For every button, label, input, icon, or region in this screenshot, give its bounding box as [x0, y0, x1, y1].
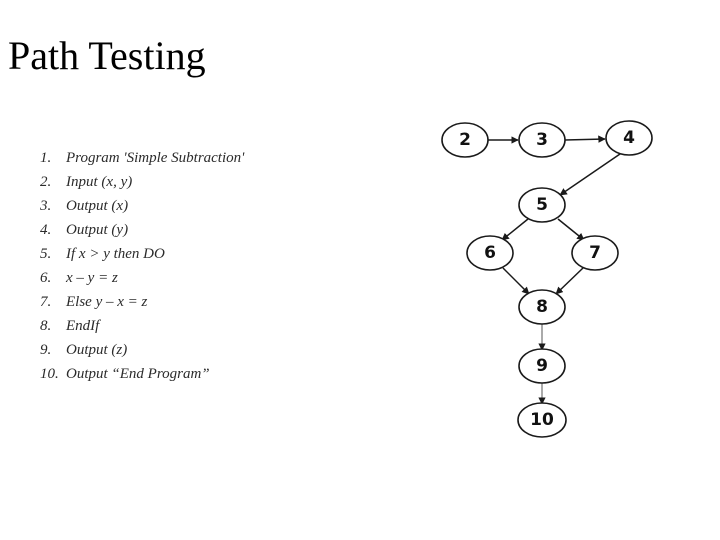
page-title: Path Testing	[8, 33, 206, 78]
code-line: 2. Input (x, y)	[40, 174, 300, 198]
graph-node-label: 8	[536, 297, 548, 317]
code-line-text: Output (z)	[66, 342, 128, 358]
code-line-number: 3.	[40, 198, 52, 214]
graph-node-9[interactable]: 9	[518, 348, 566, 384]
code-line-number: 2.	[40, 174, 52, 190]
graph-node-7[interactable]: 7	[571, 235, 619, 271]
code-line-text: Input (x, y)	[66, 174, 133, 190]
control-flow-graph: 2 3 4 5 6 7	[420, 108, 680, 448]
graph-node-label: 10	[530, 410, 554, 430]
graph-node-5[interactable]: 5	[518, 187, 566, 223]
code-line-number: 9.	[40, 342, 52, 358]
graph-node-3[interactable]: 3	[518, 122, 566, 158]
code-line-text: Else y – x = z	[66, 294, 148, 310]
edge-3-to-4	[564, 135, 606, 143]
code-line-number: 5.	[40, 246, 52, 262]
code-line-number: 7.	[40, 294, 52, 310]
code-line: 10. Output “End Program”	[40, 366, 300, 390]
graph-node-8[interactable]: 8	[518, 289, 566, 325]
graph-node-label: 6	[484, 243, 496, 263]
code-line-number: 1.	[40, 150, 52, 166]
graph-node-label: 9	[536, 356, 548, 376]
code-line-number: 4.	[40, 222, 52, 238]
code-line-number: 10.	[40, 366, 59, 382]
code-line: 8. EndIf	[40, 318, 300, 342]
code-line: 9. Output (z)	[40, 342, 300, 366]
edge-4-to-5	[559, 153, 621, 196]
code-line-text: If x > y then DO	[66, 246, 165, 262]
graph-node-label: 4	[623, 128, 635, 148]
code-line-text: x – y = z	[66, 270, 118, 286]
edge-5-to-6	[501, 218, 529, 241]
graph-node-label: 3	[536, 130, 548, 150]
code-line: 7. Else y – x = z	[40, 294, 300, 318]
code-line-text: Output (x)	[66, 198, 129, 214]
graph-node-label: 7	[589, 243, 601, 263]
graph-node-4[interactable]: 4	[605, 120, 653, 156]
code-line-text: Output “End Program”	[66, 366, 210, 382]
code-line-text: EndIf	[66, 318, 100, 334]
code-line-number: 6.	[40, 270, 52, 286]
code-line-text: Output (y)	[66, 222, 129, 238]
graph-node-label: 2	[459, 130, 471, 150]
code-line-text: Program 'Simple Subtraction'	[66, 150, 245, 166]
edge-5-to-7	[557, 218, 585, 241]
graph-node-6[interactable]: 6	[466, 235, 514, 271]
code-line: 4. Output (y)	[40, 222, 300, 246]
program-listing: 1. Program 'Simple Subtraction' 2. Input…	[40, 150, 300, 390]
edge-6-to-8	[502, 267, 530, 295]
code-line-number: 8.	[40, 318, 52, 334]
edge-7-to-8	[555, 267, 584, 295]
code-line: 6. x – y = z	[40, 270, 300, 294]
graph-node-2[interactable]: 2	[441, 122, 489, 158]
graph-node-label: 5	[536, 195, 548, 215]
code-line: 5. If x > y then DO	[40, 246, 300, 270]
graph-node-10[interactable]: 10	[517, 402, 567, 438]
code-line: 1. Program 'Simple Subtraction'	[40, 150, 300, 174]
code-line: 3. Output (x)	[40, 198, 300, 222]
